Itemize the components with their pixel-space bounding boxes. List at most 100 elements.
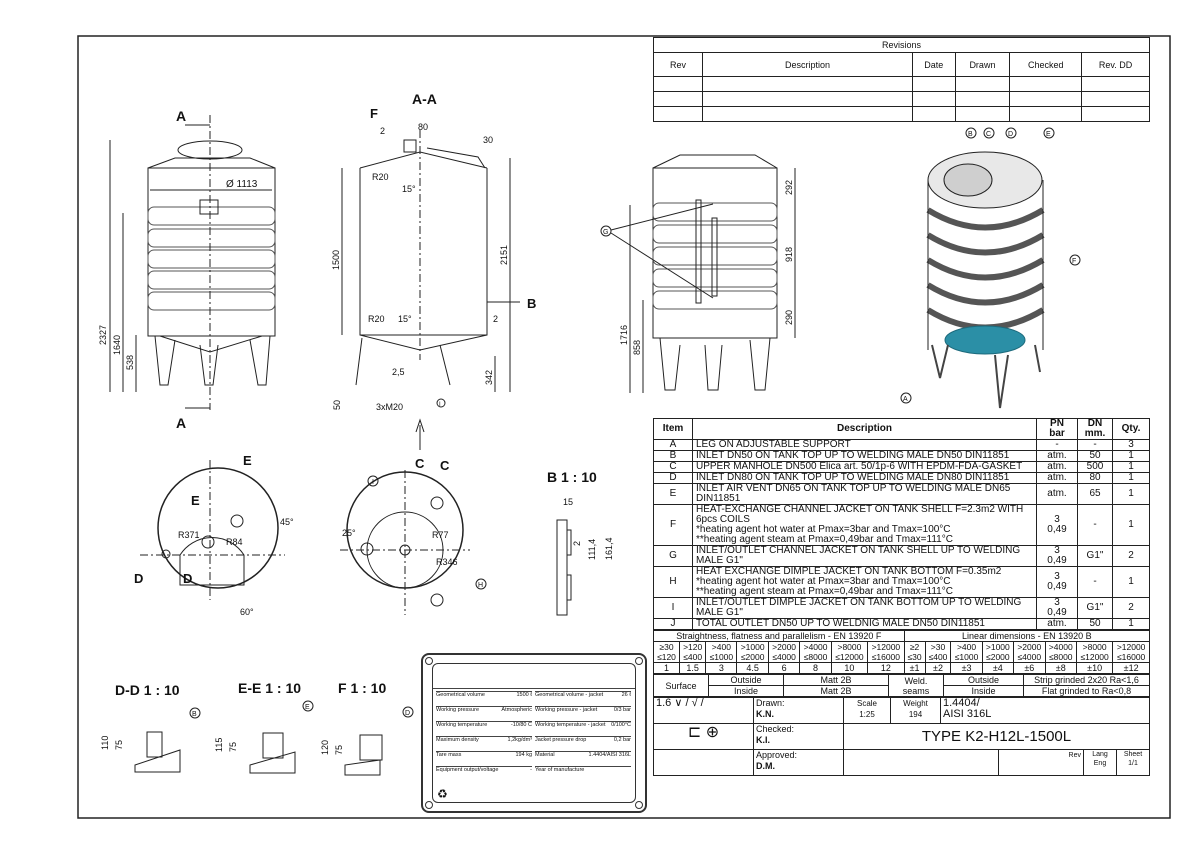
dim-120: 120 <box>320 740 330 755</box>
dim-45deg: 45° <box>280 517 294 527</box>
dim-538: 538 <box>125 355 135 370</box>
parts-dn: 80 <box>1077 472 1113 484</box>
dim-80: 80 <box>418 122 428 132</box>
top-label-d-2: D <box>183 571 192 586</box>
weld-inside-value: Flat grinded to Ra<0,8 <box>1023 685 1150 697</box>
nameplate-label: Jacket pressure drop <box>535 737 587 743</box>
dim-110: 110 <box>100 736 110 750</box>
dn-header: DN <box>1087 418 1103 429</box>
parts-pn: 3 0,49 <box>1036 597 1078 619</box>
parts-item: F <box>653 504 693 546</box>
flatness-tolerance: 10 <box>830 662 869 674</box>
parts-item: A <box>653 439 693 451</box>
dim-50: 50 <box>332 400 342 410</box>
flatness-tolerance: 3 <box>705 662 738 674</box>
lang-label: Lang <box>1092 751 1108 758</box>
section-marker-top: A <box>176 108 186 124</box>
checked-col: Checked <box>1009 52 1083 77</box>
section-marker-bottom: A <box>176 415 186 431</box>
dim-75-dd: 75 <box>114 740 124 750</box>
parts-item: B <box>653 450 693 462</box>
parts-qty: 2 <box>1112 597 1150 619</box>
description-header: Description <box>692 418 1037 440</box>
flatness-tolerance: 8 <box>799 662 832 674</box>
nameplate-row: Material 1.4404/AISI 316L <box>535 751 631 759</box>
lang-value: Eng <box>1093 760 1107 767</box>
parts-description: INLET DN50 ON TANK TOP UP TO WELDING MAL… <box>692 450 1037 462</box>
parts-pn: atm. <box>1036 483 1078 505</box>
nameplate-label: Maximum density <box>436 737 479 743</box>
parts-item: C <box>653 461 693 473</box>
iso-callout-d: D <box>1008 131 1013 138</box>
nameplate-value: 0/3 bar <box>613 707 631 713</box>
dim-75-f: 75 <box>334 745 344 755</box>
linear-tolerance: ±3 <box>950 662 983 674</box>
nameplate-value: - <box>530 767 532 773</box>
isometric-view: B C D E F A <box>900 127 1081 409</box>
nameplate-row: Equipment output/voltage - <box>436 766 532 774</box>
linear-title: Linear dimensions - EN 13920 B <box>903 630 1151 642</box>
parts-item: D <box>653 472 693 484</box>
nameplate-label: Material <box>535 752 555 758</box>
parts-description: HEAT-EXCHANGE CHANNEL JACKET ON TANK SHE… <box>692 504 1037 546</box>
parts-qty: 3 <box>1112 439 1150 451</box>
parts-description: HEAT EXCHANGE DIMPLE JACKET ON TANK BOTT… <box>692 566 1037 598</box>
dim-2-right: 2 <box>493 314 498 324</box>
nameplate-label: Working pressure - jacket <box>535 707 598 713</box>
dim-2-5: 2,5 <box>392 367 405 377</box>
dim-25deg: 25° <box>342 528 356 538</box>
nameplate-value: Atmospheric <box>501 707 532 713</box>
dim-r371: R371 <box>178 530 200 540</box>
drawn-col: Drawn <box>954 52 1011 77</box>
flatness-range: >2000 ≤4000 <box>767 641 801 663</box>
parts-description: INLET/OUTLET CHANNEL JACKET ON TANK SHEL… <box>692 545 1037 567</box>
flatness-range: >8000 ≤12000 <box>830 641 869 663</box>
nameplate-value: 1500 ℓ <box>516 692 532 698</box>
parts-item: H <box>653 566 693 598</box>
detail-f-title: F 1 : 10 <box>338 680 386 696</box>
parts-item: E <box>653 483 693 505</box>
dim-r20-bottom: R20 <box>368 314 385 324</box>
detail-dd-callout: B <box>192 711 197 718</box>
nameplate-value: 1.4404/AISI 316L <box>588 752 631 758</box>
scale-value: 1:25 <box>859 710 875 719</box>
parts-dn: 50 <box>1077 450 1113 462</box>
front-view: Ø 1113 2327 1640 538 A A <box>98 108 276 431</box>
dim-2-top: 2 <box>380 126 385 136</box>
material: 1.4404/ AISI 316L <box>940 697 1150 724</box>
bottom-view-c: C 25° R77 R346 I H <box>340 456 487 615</box>
parts-dn: - <box>1077 566 1113 598</box>
weld-seams-label: Weld. seams <box>888 674 944 697</box>
nameplate-label: Tare mass <box>436 752 462 758</box>
diameter-dim: Ø 1113 <box>226 179 258 190</box>
qty-header: Qty. <box>1112 418 1150 440</box>
detail-f-callout: D <box>405 710 410 717</box>
parts-item: J <box>653 618 693 630</box>
sheet-value: 1/1 <box>1128 760 1138 767</box>
callout-g: G <box>603 229 608 236</box>
roughness-check-icon: ∨ / √ / <box>674 697 704 709</box>
pn-unit: bar <box>1049 428 1065 439</box>
parts-qty: 1 <box>1112 504 1150 546</box>
recycling-bin-icon: ♻ <box>437 787 448 801</box>
dim-2151: 2151 <box>499 245 509 265</box>
dim-2-b: 2 <box>572 541 582 546</box>
detail-ee-title: E-E 1 : 10 <box>238 680 301 696</box>
pn-header: PN <box>1050 418 1064 429</box>
nameplate-label: Year of manufacture <box>535 767 585 773</box>
dim-r346: R346 <box>436 557 458 567</box>
parts-pn: 3 0,49 <box>1036 545 1078 567</box>
linear-range: >4000 ≤8000 <box>1044 641 1077 663</box>
nameplate-label: Equipment output/voltage <box>436 767 499 773</box>
dim-115: 115 <box>214 738 224 752</box>
